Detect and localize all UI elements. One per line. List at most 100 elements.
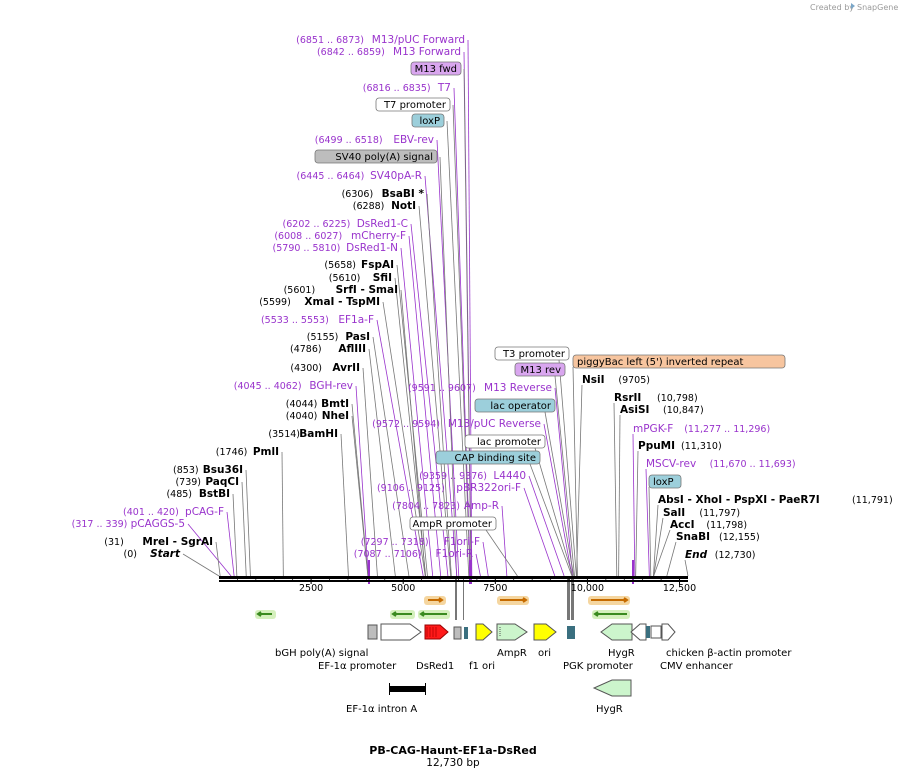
label-ppumi: PpuMI(11,310) (638, 440, 722, 452)
label-bmti-coord: (4044) (286, 399, 318, 410)
label-srfi: SrfI - SmaI (5601) (284, 284, 398, 296)
label-f1ori-r-name: F1ori-R (436, 548, 473, 560)
label-bstbi-name: BstBI (199, 488, 230, 500)
orf-arrow-right-3 (588, 596, 630, 605)
label-m13-rev-tag: M13 rev (514, 362, 566, 377)
label-chicken-actin: chicken β-actin promoter (666, 648, 792, 659)
credit-text: Created by (810, 3, 854, 12)
leader-line-ppumi (635, 450, 639, 577)
leader-line-mscv-rev (645, 468, 650, 577)
label-mscv-rev-name: MSCV-rev (646, 458, 696, 470)
label-noti-coord: (6288) (353, 201, 385, 212)
leader-line-pmli (281, 451, 284, 577)
label-xmai-name: XmaI - TspMI (304, 296, 380, 308)
sv40-polya-feature (453, 626, 462, 640)
leader-line-loxp-1 (446, 120, 470, 577)
label-mcherry-f-coord: (6008 .. 6027) (274, 231, 342, 242)
label-ebv-rev-name: EBV-rev (393, 134, 434, 146)
leader-line-m13-rev-tag (554, 375, 575, 577)
label-nsii-coord: (9705) (618, 375, 650, 386)
label-aflIII-name: AflIII (338, 343, 366, 355)
label-f1ori-r: F1ori-R(7087 .. 7106) (354, 548, 473, 560)
leader-line-pasi (372, 336, 410, 577)
label-mrei-name: MreI - SgrAI (142, 536, 213, 548)
label-bamhi: BamHI(3514) (268, 428, 338, 440)
orf-indicators (255, 596, 630, 619)
label-loxp-2: loxP (648, 474, 682, 489)
label-piggybac-left: piggyBac left (5') inverted repeat (572, 354, 786, 369)
label-m13puc-rev-coord: (9572 .. 9594) (372, 419, 440, 430)
leader-line-mrei (215, 541, 221, 577)
leader-line-start (182, 553, 220, 577)
leader-line-acci (653, 529, 671, 577)
ruler-tick-label: 7500 (483, 583, 507, 594)
label-acci: AccI (11,798) (670, 519, 747, 531)
label-sfii-coord: (5610) (329, 273, 361, 284)
leader-line-lac-operator (544, 411, 575, 577)
label-start-name: Start (150, 548, 181, 560)
label-fspai: FspAI(5658) (324, 259, 394, 271)
label-acci-coord: (11,798) (706, 520, 747, 531)
label-pgk-promoter: PGK promoter (563, 661, 634, 672)
label-pbr322ori-f-coord: (9106 .. 9125) (377, 483, 445, 494)
leader-line-nsii (576, 384, 583, 577)
sequence-backbone (219, 576, 688, 582)
leader-line-nhei (351, 415, 369, 577)
label-bmti-name: BmtI (321, 398, 349, 410)
label-asisi: AsiSI(10,847) (620, 404, 704, 416)
label-srfi-coord: (5601) (284, 285, 316, 296)
label-srfi-name: SrfI - SmaI (336, 284, 398, 296)
label-sfii: SfiI(5610) (329, 272, 392, 284)
label-dsred1-n-coord: (5790 .. 5810) (273, 243, 341, 254)
label-dsred1-c-name: DsRed1-C (357, 218, 408, 230)
label-cap-site: CAP binding site (435, 450, 541, 465)
leader-line-noti (418, 205, 452, 577)
leader-line-ampr-promoter (485, 529, 518, 577)
label-m13-forward-name: M13 Forward (393, 46, 461, 58)
leader-line-loxp-2 (648, 486, 652, 577)
label-mscv-rev-coord: (11,670 .. 11,693) (710, 459, 796, 470)
loxp-feature-1 (464, 627, 468, 639)
leader-line-pbr322ori-f (523, 487, 556, 577)
leader-line-aflIII (368, 348, 396, 577)
label-m13puc-fwd: M13/pUC Forward(6851 .. 6873) (296, 34, 465, 46)
label-m13-rev-primer-name: M13 Reverse (484, 382, 552, 394)
label-aflIII: AflIII(4786) (290, 343, 366, 355)
orf-arrow-left-3 (418, 610, 450, 619)
site-labels: M13/pUC Forward(6851 .. 6873)M13 Forward… (72, 34, 893, 561)
label-sali-name: SalI (663, 507, 685, 519)
svg-text:M13 rev: M13 rev (521, 365, 562, 376)
credit-brand: SnapGene (857, 3, 898, 12)
label-end-name: End (685, 549, 708, 561)
label-sv40pa-r-coord: (6445 .. 6464) (297, 171, 365, 182)
site-cluster-bar-4 (463, 576, 464, 620)
primer-site-mark-1 (368, 560, 370, 584)
label-paqci-name: PaqCI (205, 476, 239, 488)
label-f1ori-f-coord: (7297 .. 7318) (361, 537, 429, 548)
label-t7-coord: (6816 .. 6835) (363, 83, 431, 94)
svg-text:lac promoter: lac promoter (477, 437, 542, 448)
label-rsrii-coord: (10,798) (657, 393, 698, 404)
label-pcag-f-name: pCAG-F (185, 506, 224, 518)
label-rsrii: RsrII(10,798) (614, 392, 698, 404)
svg-text:T3 promoter: T3 promoter (502, 349, 566, 360)
label-sali-coord: (11,797) (699, 508, 740, 519)
label-bstbi: BstBI(485) (166, 488, 230, 500)
leader-line-absi (653, 504, 659, 577)
label-bamhi-coord: (3514) (268, 429, 300, 440)
label-start: Start(0) (124, 548, 181, 560)
label-asisi-coord: (10,847) (663, 405, 704, 416)
label-amp-r-name: Amp-R (464, 500, 499, 512)
label-ebv-rev: EBV-rev (6499 .. 6518) (315, 134, 434, 146)
label-ebv-rev-coord: (6499 .. 6518) (315, 135, 383, 146)
bgh-polya-feature (367, 624, 378, 640)
label-bgh-rev-coord: (4045 .. 4062) (234, 381, 302, 392)
label-amp-r-coord: (7804 .. 7823) (392, 501, 460, 512)
label-acci-name: AccI (670, 519, 694, 531)
label-snabi-name: SnaBI (676, 531, 710, 543)
orf-arrow-left-4 (592, 610, 630, 619)
label-bsu36i-coord: (853) (173, 465, 199, 476)
label-pasi-coord: (5155) (307, 332, 339, 343)
